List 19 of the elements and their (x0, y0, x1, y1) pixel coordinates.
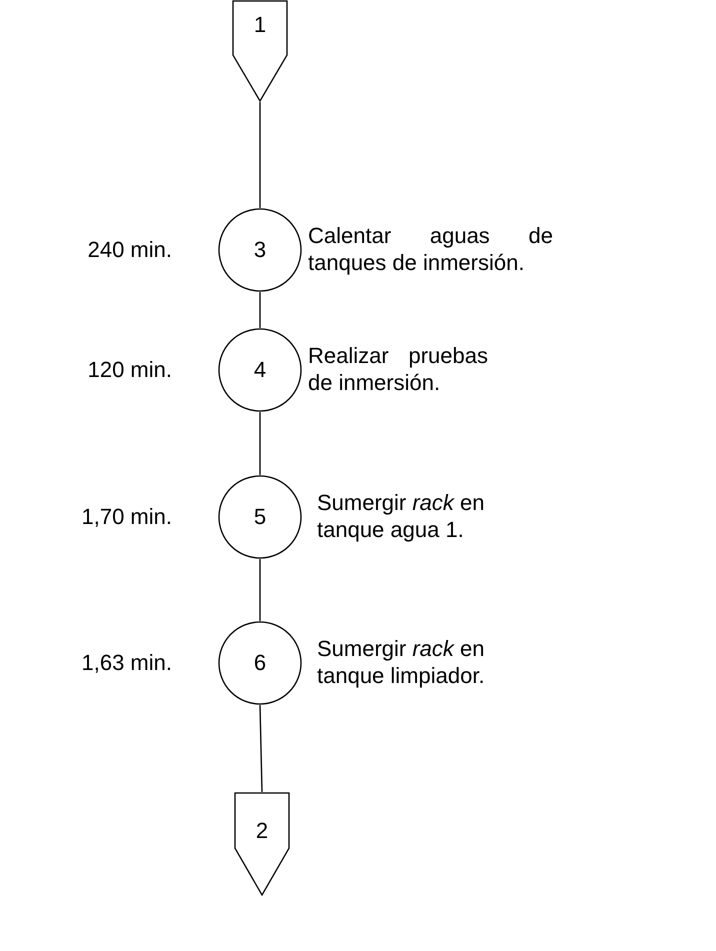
step-number: 1 (252, 12, 268, 38)
activity-description: Sumergir rack en tanque limpiador. (317, 635, 486, 689)
connector-line (259, 412, 261, 475)
duration-label: 1,70 min. (82, 503, 172, 530)
duration-label: 120 min. (88, 356, 172, 383)
duration-label: 240 min. (88, 236, 172, 263)
connector-line (259, 102, 261, 208)
duration-label: 1,63 min. (82, 649, 172, 676)
step-number: 5 (252, 504, 268, 530)
step-number: 2 (254, 818, 270, 844)
connector-line (259, 292, 261, 328)
step-number: 4 (252, 357, 268, 383)
step-number: 6 (252, 650, 268, 676)
activity-description: Calentar aguas de tanques de inmersión. (308, 222, 553, 276)
activity-description: Realizar pruebas de inmersión. (308, 342, 488, 396)
activity-description: Sumergir rack en tanque agua 1. (317, 489, 486, 543)
step-number: 3 (252, 237, 268, 263)
connector-line (259, 559, 261, 621)
connector-line (259, 704, 263, 792)
